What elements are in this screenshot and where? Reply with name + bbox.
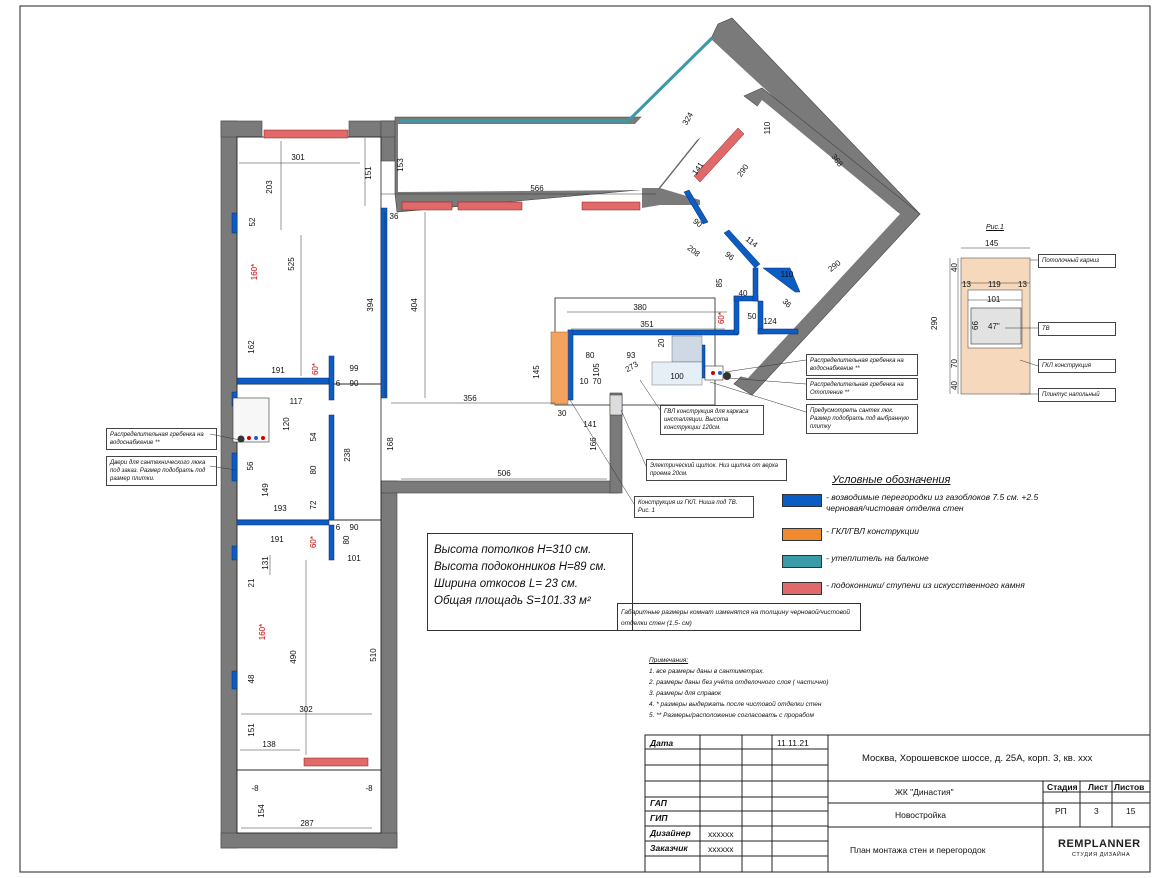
bedroom-1 xyxy=(236,136,382,385)
tb-designer: xxxxxx xyxy=(708,829,734,839)
fig-label-cornice: Потолочный карниз xyxy=(1038,254,1116,269)
notes: Примечания: 1. все размеры даны в сантим… xyxy=(649,655,829,721)
tb-complex: ЖК "Династия" xyxy=(895,787,954,797)
tb-logo-main: REMPLANNER xyxy=(1058,838,1141,850)
legend-swatch xyxy=(782,528,822,541)
sheet-frame xyxy=(19,5,1151,873)
tb-date: 11.11.21 xyxy=(777,738,809,748)
callout-gvl: ГВЛ конструкция для каркаса инсталляции.… xyxy=(660,405,764,436)
tb-stage: РП xyxy=(1055,806,1067,816)
tb-sheet-title: План монтажа стен и перегородок xyxy=(850,845,986,855)
legend-swatch xyxy=(782,494,822,507)
tb-sheets: 15 xyxy=(1126,806,1136,816)
living-room-floor xyxy=(398,40,900,214)
tb-logo-sub: СТУДИЯ ДИЗАЙНА xyxy=(1072,852,1131,858)
legend-text: - утеплитель на балконе xyxy=(826,553,929,563)
bath-tile-area-2 xyxy=(651,361,703,386)
bath-tile-area xyxy=(671,335,703,363)
callout-hatch: Предусмотреть сантех люк. Размер подобра… xyxy=(806,404,918,435)
fig-label-tv: ТВ xyxy=(1038,322,1116,337)
bedroom-2 xyxy=(236,519,382,771)
note-item: 2. размеры даны без учёта отделочного сл… xyxy=(649,679,829,686)
tb-sheets-label: Листов xyxy=(1114,782,1145,792)
tb-client: xxxxxx xyxy=(708,844,734,854)
tb-building-type: Новостройка xyxy=(895,810,946,820)
callout-electric: Электрический щиток. Низ щитка от верха … xyxy=(646,459,787,482)
figure-title: Рис.1 xyxy=(986,224,1004,231)
legend-swatch xyxy=(782,555,822,568)
kitchen-floor xyxy=(688,100,900,378)
note-item: 4. * размеры выдержать после чистовой от… xyxy=(649,701,822,708)
gabarit-note: Габаритные размеры комнат изменятся на т… xyxy=(617,603,861,631)
legend-title: Условные обозначения xyxy=(832,474,951,486)
fig-label-plinth: Плинтус напольный xyxy=(1038,388,1116,403)
fig-label-gkl: ГКЛ конструкция xyxy=(1038,359,1116,374)
tb-gip: ГИП xyxy=(650,813,668,823)
tb-sheet: 3 xyxy=(1094,806,1099,816)
tb-sheet-label: Лист xyxy=(1088,782,1109,792)
legend-text: - возводимые перегородки из газоблоков 7… xyxy=(826,492,1039,513)
balcony xyxy=(236,769,382,834)
dimension-lines xyxy=(239,138,727,829)
tb-address: Москва, Хорошевское шоссе, д. 25А, корп.… xyxy=(862,753,1093,764)
callout-water-right: Распределительная гребенка на водоснабже… xyxy=(806,354,918,377)
callout-tv-niche: Конструкция из ГКЛ. Ниша под ТВ. Рис. 1 xyxy=(634,496,754,519)
callout-heating: Распределительная гребенка на Отопление … xyxy=(806,378,918,401)
tb-stage-label: Стадия xyxy=(1047,782,1078,792)
tb-date-label: Дата xyxy=(650,738,674,748)
tb-gap: ГАП xyxy=(650,798,667,808)
callout-doors: Двери для сантехнического люка под заказ… xyxy=(106,456,217,487)
balcony-glazing xyxy=(400,36,714,123)
note-item: 1. все размеры даны в сантиметрах. xyxy=(649,668,765,675)
tb-designer-label: Дизайнер xyxy=(650,828,691,838)
info-total-area: Общая площадь S=101.33 м² xyxy=(434,595,591,607)
notes-title: Примечания: xyxy=(649,657,689,664)
tb-logo: REMPLANNER xyxy=(1058,838,1141,850)
tb-client-label: Заказчик xyxy=(650,843,688,853)
info-sill-height: Высота подоконников H=89 см. xyxy=(434,561,607,573)
gkl-construction xyxy=(550,331,569,405)
callout-water-left: Распределительная гребенка на водоснабже… xyxy=(106,428,217,451)
block-partitions xyxy=(231,189,801,690)
legend-swatch xyxy=(782,582,822,595)
info-box: Высота потолков H=310 см. Высота подокон… xyxy=(427,533,633,631)
stone-sills xyxy=(263,127,745,767)
legend-text: - подоконники/ ступени из искусственного… xyxy=(826,580,1025,590)
note-item: 5. ** Размеры/расположение согласовать с… xyxy=(649,712,814,719)
info-reveal-width: Ширина откосов L= 23 см. xyxy=(434,578,578,590)
kitchen-walls-inner xyxy=(642,188,700,208)
info-ceiling-height: Высота потолков H=310 см. xyxy=(434,544,592,556)
legend-text: - ГКЛ/ГВЛ конструкции xyxy=(826,526,919,536)
note-item: 3. размеры для справок xyxy=(649,690,722,697)
